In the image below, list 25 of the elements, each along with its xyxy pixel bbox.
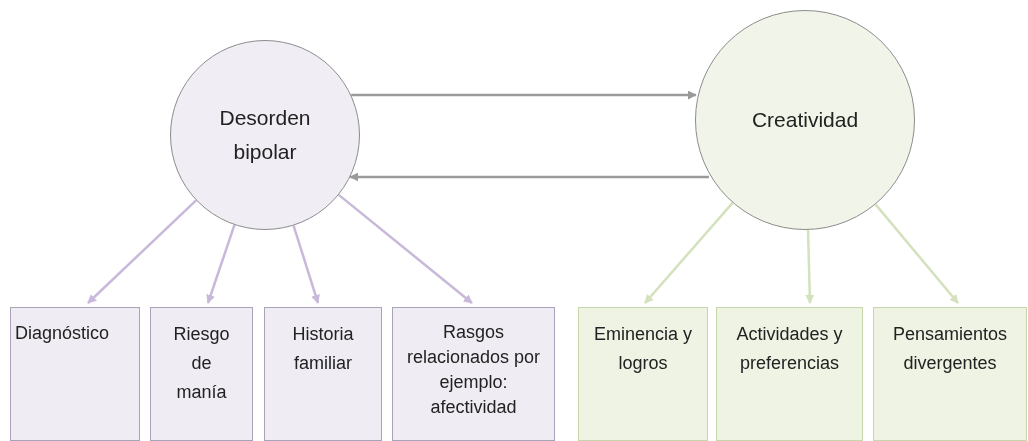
node-label: Pensamientos divergentes [891, 323, 1009, 375]
node-label: Diagnóstico [15, 322, 110, 345]
node-label: Eminencia y logros [592, 323, 693, 375]
arrow [87, 199, 197, 304]
arrow [337, 193, 473, 304]
category-box [578, 307, 708, 441]
arrow [292, 225, 320, 304]
node-label: Desorden bipolar [218, 105, 312, 165]
arrow [351, 90, 697, 100]
arrow [349, 172, 709, 182]
arrow [644, 202, 734, 304]
node-label: Actividades y preferencias [735, 323, 844, 375]
node-label: Creatividad [751, 107, 859, 134]
category-box [716, 307, 863, 441]
node-label: Rasgos relacionados por ejemplo: afectividad [405, 321, 542, 419]
category-box [150, 307, 253, 441]
category-box [873, 307, 1027, 441]
category-box [264, 307, 382, 441]
arrow [805, 229, 815, 304]
arrow [874, 203, 959, 304]
category-box [10, 307, 140, 441]
arrow [206, 224, 236, 304]
category-box [392, 307, 555, 441]
node-label: Riesgo de manía [172, 323, 231, 404]
node-label: Historia familiar [291, 323, 355, 375]
